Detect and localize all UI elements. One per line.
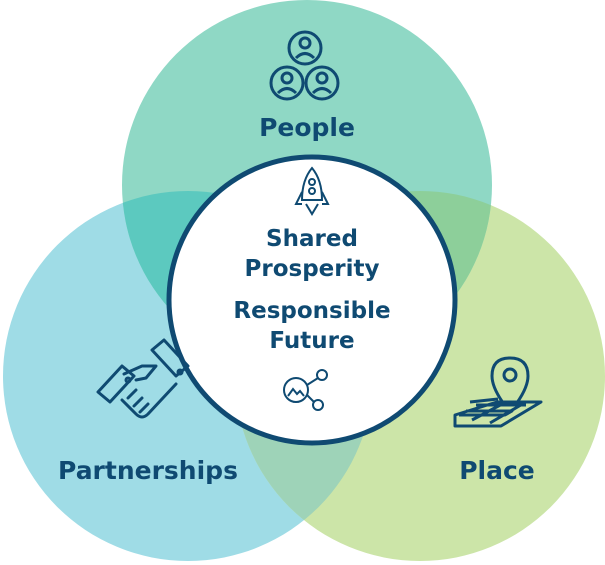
center-line-shared: Shared: [266, 226, 358, 252]
partnerships-label: Partnerships: [58, 456, 238, 485]
rocket-icon: [294, 166, 330, 216]
center-line-future: Future: [269, 328, 355, 354]
people-label: People: [259, 113, 355, 142]
people-group-icon: [269, 30, 340, 101]
center-text-block: Shared Prosperity Responsible Future: [233, 224, 390, 356]
handshake-icon: [96, 338, 190, 419]
map-pin-grid-icon: [453, 356, 543, 428]
shared-network-icon: [283, 369, 328, 411]
place-label: Place: [459, 456, 535, 485]
center-line-prosperity: Prosperity: [244, 256, 380, 282]
center-line-responsible: Responsible: [233, 298, 391, 324]
center-circle: [166, 154, 458, 446]
